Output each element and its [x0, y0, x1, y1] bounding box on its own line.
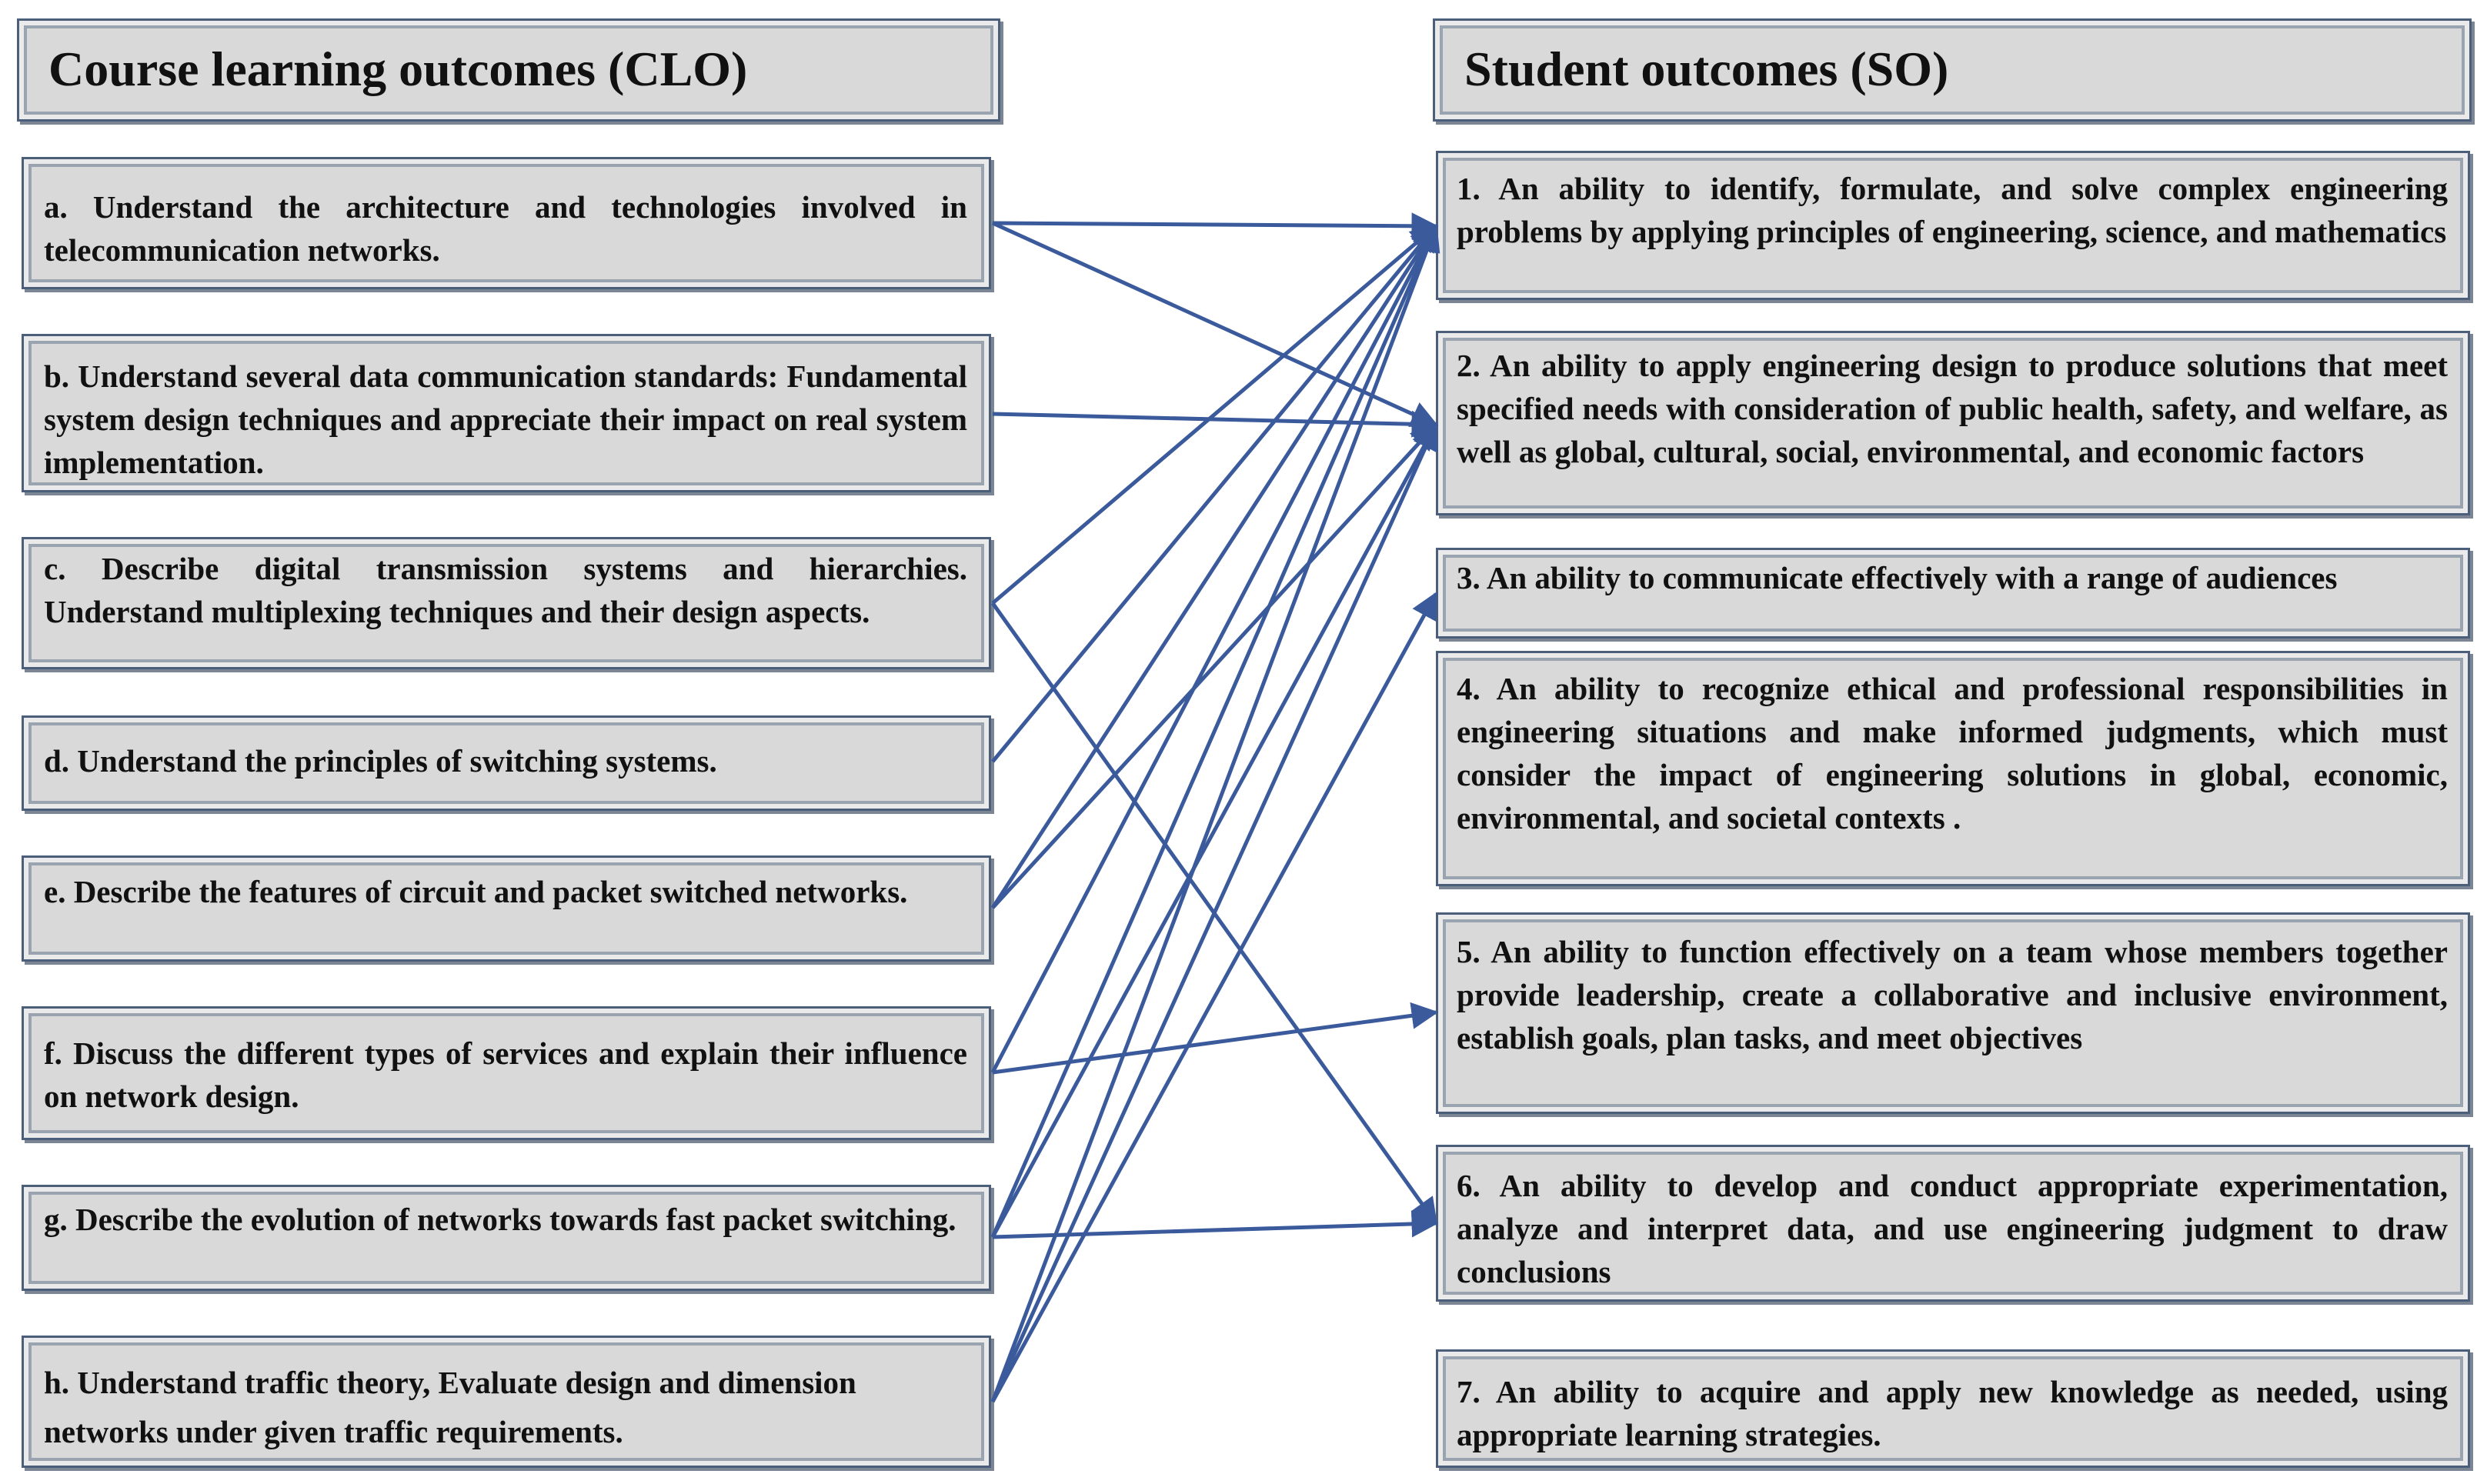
arrow-h-to-2 — [990, 422, 1438, 1403]
so-text-7: 7. An ability to acquire and apply new k… — [1457, 1374, 2448, 1452]
so-text-3: 3. An ability to communicate effectively… — [1457, 560, 2338, 595]
arrow-h-to-3 — [990, 591, 1438, 1403]
so-text-4: 4. An ability to recognize ethical and p… — [1457, 671, 2448, 835]
clo-box-f: f. Discuss the different types of servic… — [22, 1006, 991, 1140]
so-box-5: 5. An ability to function effectively on… — [1436, 912, 2470, 1114]
arrow-e-to-2 — [991, 422, 1438, 909]
so-text-5: 5. An ability to function effectively on… — [1457, 934, 2448, 1055]
arrow-f-to-1 — [990, 223, 1438, 1074]
so-box-4: 4. An ability to recognize ethical and p… — [1436, 651, 2470, 886]
clo-box-e: e. Describe the features of circuit and … — [22, 855, 991, 962]
arrow-e-to-1 — [990, 224, 1438, 909]
so-box-7: 7. An ability to acquire and apply new k… — [1436, 1349, 2470, 1468]
so-text-2: 2. An ability to apply engineering desig… — [1457, 348, 2448, 469]
arrow-c-to-1 — [991, 224, 1438, 605]
clo-box-h: h. Understand traffic theory, Evaluate d… — [22, 1336, 991, 1468]
clo-box-c: c. Describe digital transmission systems… — [22, 537, 991, 669]
clo-text-d: d. Understand the principles of switchin… — [44, 743, 717, 779]
arrow-a-to-2 — [991, 221, 1439, 427]
arrow-f-to-5 — [992, 1002, 1439, 1075]
so-text-1: 1. An ability to identify, formulate, an… — [1457, 171, 2448, 249]
arrow-g-to-2 — [990, 422, 1438, 1239]
clo-text-b: b. Understand several data communication… — [44, 358, 967, 480]
clo-box-g: g. Describe the evolution of networks to… — [22, 1185, 991, 1291]
clo-text-c: c. Describe digital transmission systems… — [44, 551, 967, 629]
so-header-label: Student outcomes (SO) — [1464, 42, 1949, 96]
arrow-h-to-1 — [990, 223, 1440, 1402]
clo-header-label: Course learning outcomes (CLO) — [48, 42, 748, 96]
arrow-g-to-1 — [990, 223, 1439, 1239]
clo-text-g: g. Describe the evolution of networks to… — [44, 1202, 956, 1237]
so-text-6: 6. An ability to develop and conduct app… — [1457, 1168, 2448, 1289]
clo-box-b: b. Understand several data communication… — [22, 334, 991, 492]
so-box-2: 2. An ability to apply engineering desig… — [1436, 331, 2470, 515]
clo-box-d: d. Understand the principles of switchin… — [22, 715, 991, 811]
so-box-6: 6. An ability to develop and conduct app… — [1436, 1145, 2470, 1302]
so-box-1: 1. An ability to identify, formulate, an… — [1436, 151, 2470, 300]
clo-box-a: a. Understand the architecture and techn… — [22, 157, 991, 289]
arrow-a-to-1 — [992, 212, 1439, 240]
so-header: Student outcomes (SO) — [1433, 18, 2472, 122]
clo-text-e: e. Describe the features of circuit and … — [44, 874, 908, 909]
arrow-d-to-1 — [991, 224, 1438, 763]
clo-text-h: h. Understand traffic theory, Evaluate d… — [44, 1365, 856, 1449]
clo-text-f: f. Discuss the different types of servic… — [44, 1035, 967, 1114]
clo-text-a: a. Understand the architecture and techn… — [44, 189, 967, 268]
clo-header: Course learning outcomes (CLO) — [17, 18, 1000, 122]
